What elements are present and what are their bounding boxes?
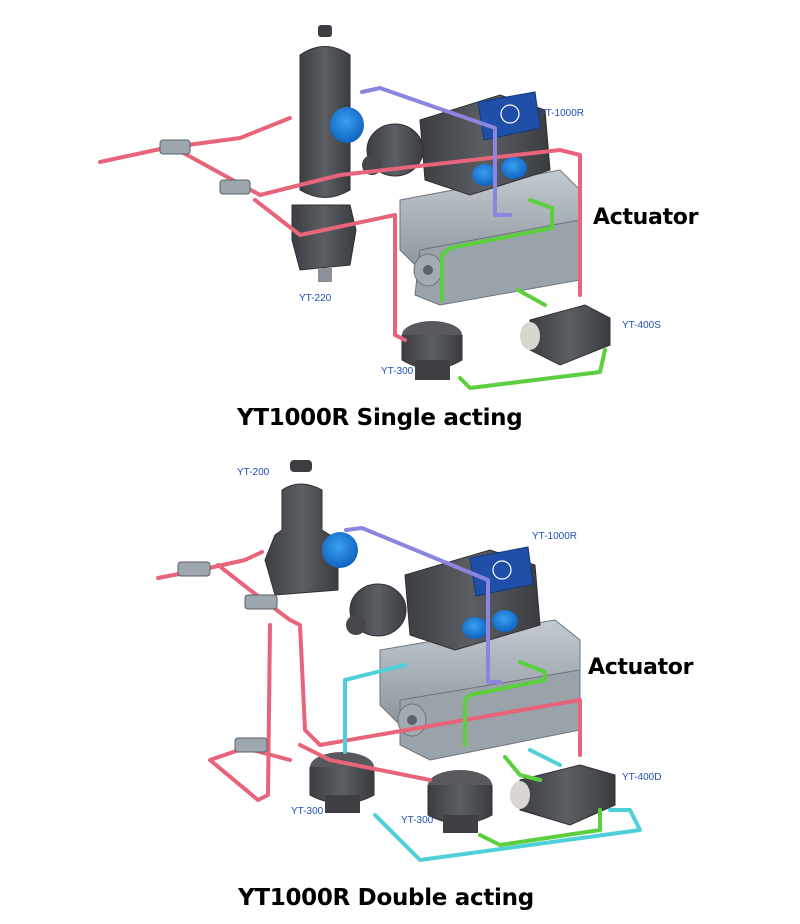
positioner-yt1000r bbox=[346, 546, 541, 651]
output-line bbox=[516, 288, 547, 307]
double-acting-diagram bbox=[156, 460, 642, 862]
output-line-b bbox=[528, 748, 562, 767]
caption-double-acting: YT1000R Double acting bbox=[238, 885, 534, 911]
tee-fitting bbox=[234, 737, 268, 753]
label-booster-right: YT-300 bbox=[401, 815, 434, 826]
lock-up-valve-yt400d bbox=[510, 764, 616, 826]
tee-fitting bbox=[219, 179, 251, 195]
lock-up-valve-yt400s bbox=[520, 304, 611, 366]
output-line bbox=[458, 348, 607, 390]
regulator-yt200 bbox=[264, 460, 358, 596]
output-line bbox=[440, 198, 554, 302]
label-booster-left: YT-300 bbox=[291, 806, 324, 817]
tee-fitting bbox=[244, 594, 278, 610]
caption-single-acting: YT1000R Single acting bbox=[237, 405, 523, 431]
label-lock-up-valve-top: YT-400S bbox=[622, 320, 661, 331]
booster-yt300-right bbox=[427, 770, 493, 833]
supply-line bbox=[208, 623, 292, 802]
signal-line bbox=[344, 526, 502, 684]
output-line bbox=[503, 755, 542, 782]
actuator-label-top: Actuator bbox=[593, 205, 699, 230]
label-positioner-top: YT-1000R bbox=[539, 108, 585, 119]
output-line bbox=[478, 808, 602, 847]
output-line-b bbox=[373, 808, 642, 862]
output-line bbox=[463, 660, 547, 747]
actuator-label-bottom: Actuator bbox=[588, 655, 694, 680]
supply-line bbox=[298, 743, 432, 782]
label-lock-up-valve-bottom: YT-400D bbox=[622, 772, 662, 783]
label-regulator: YT-200 bbox=[237, 467, 270, 478]
tee-fitting bbox=[159, 139, 191, 155]
actuator-body bbox=[399, 169, 581, 306]
filter-regulator-yt220 bbox=[291, 25, 364, 282]
supply-line bbox=[253, 198, 407, 342]
positioner-yt1000r bbox=[362, 91, 551, 196]
supply-line bbox=[98, 116, 292, 164]
booster-yt300 bbox=[401, 321, 463, 380]
tee-fitting bbox=[177, 561, 211, 577]
label-positioner-bottom: YT-1000R bbox=[532, 531, 578, 542]
output-line-b bbox=[343, 663, 407, 754]
single-acting-diagram bbox=[98, 25, 611, 390]
signal-line bbox=[360, 86, 512, 217]
label-booster-top: YT-300 bbox=[381, 366, 414, 377]
label-filter-regulator: YT-220 bbox=[299, 293, 332, 304]
